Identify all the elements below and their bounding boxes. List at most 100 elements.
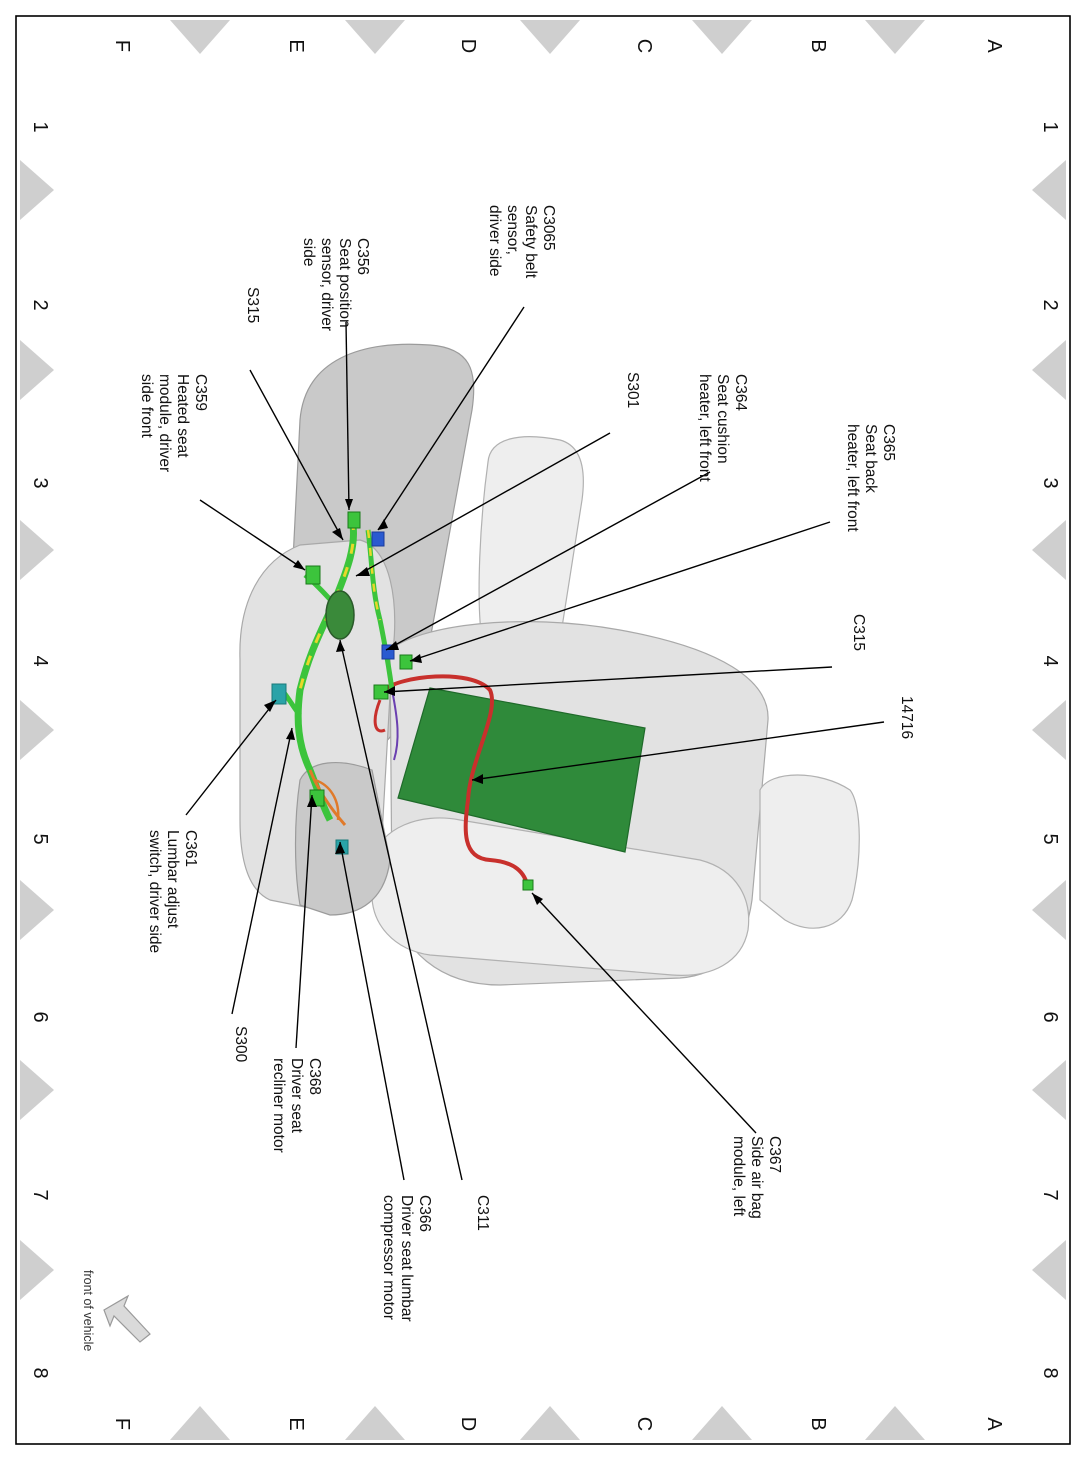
grid-column-label-left: 1	[29, 121, 51, 132]
callout-s315: S315	[244, 287, 261, 323]
callout-c367-line: Side air bag	[748, 1136, 765, 1219]
callout-s301-line: S301	[624, 372, 641, 408]
grid-row-label-top: A	[983, 39, 1005, 53]
leader-c361	[185, 699, 277, 816]
callout-c3065-line: C3065	[540, 205, 557, 251]
callout-p14716: 14716	[898, 696, 915, 739]
callout-c3065-line: driver side	[486, 205, 503, 277]
callout-c359-line: module, driver	[156, 374, 173, 472]
grid-column-label-left: 5	[29, 833, 51, 844]
grid-row-label-top: C	[633, 39, 655, 53]
callout-c368-line: C368	[306, 1058, 323, 1095]
grid-column-label-left: 6	[29, 1011, 51, 1022]
callout-p14716-line: 14716	[898, 696, 915, 739]
leader-14716	[471, 721, 885, 781]
border-triangles	[20, 20, 1066, 1440]
grid-column-label-left: 7	[29, 1189, 51, 1200]
grid-column-label-right: 5	[1039, 833, 1061, 844]
callout-c368-line: recliner motor	[270, 1058, 287, 1153]
leader-c366	[339, 841, 405, 1181]
callout-c366-line: C366	[416, 1195, 433, 1232]
leader-c359	[199, 499, 306, 571]
callout-s301: S301	[624, 372, 641, 408]
leader-c3065	[377, 306, 525, 531]
grid-column-label-left: 8	[29, 1367, 51, 1378]
callout-c364-line: Seat cushion	[714, 374, 731, 464]
grid-column-label-right: 4	[1039, 655, 1061, 666]
grid-row-label-top: D	[457, 39, 479, 53]
grid-row-label-top: B	[807, 39, 829, 52]
callout-c368-line: Driver seat	[288, 1058, 305, 1134]
leader-c365	[409, 521, 831, 662]
callout-c365-line: heater, left front	[844, 424, 861, 532]
leader-c311	[339, 639, 463, 1181]
grid-column-label-left: 4	[29, 655, 51, 666]
leader-s300	[231, 727, 293, 1015]
callout-c361-line: Lumbar adjust	[164, 830, 181, 929]
grid-column-label-left: 2	[29, 299, 51, 310]
heater-wire-14716	[382, 674, 530, 889]
grid-column-label-right: 6	[1039, 1011, 1061, 1022]
grid-column-label-right: 3	[1039, 477, 1061, 488]
grid-column-label-right: 1	[1039, 121, 1061, 132]
callout-c364-line: heater, left front	[696, 374, 713, 482]
callout-c311-line: C311	[474, 1195, 491, 1231]
callout-c356-line: C356	[354, 238, 371, 275]
callout-c356-line: side	[300, 238, 317, 266]
leader-s301	[355, 432, 611, 577]
callout-c359-line: C359	[192, 374, 209, 411]
leader-c356	[345, 321, 350, 511]
callout-c365-line: C365	[880, 424, 897, 461]
grid-row-label-bottom: B	[807, 1417, 829, 1430]
grid-column-label-right: 8	[1039, 1367, 1061, 1378]
leader-c364	[385, 471, 711, 651]
callout-c3065-line: sensor,	[504, 205, 521, 255]
callout-c359-line: side front	[138, 374, 155, 438]
callout-c365-line: Seat back	[862, 424, 879, 493]
leader-s315	[249, 369, 344, 541]
callout-c356-line: sensor, driver	[318, 238, 335, 331]
callout-c361-line: switch, driver side	[146, 830, 163, 953]
callout-s300: S300	[232, 1026, 249, 1063]
callout-c315: C315	[850, 614, 867, 651]
callout-c366-line: compressor motor	[380, 1195, 397, 1320]
grid-column-label-left: 3	[29, 477, 51, 488]
callout-s300-line: S300	[232, 1026, 249, 1063]
leader-c367	[531, 892, 757, 1134]
callout-c315-line: C315	[850, 614, 867, 651]
seat-cushion-heater-mat	[397, 687, 646, 853]
grid-row-label-top: E	[285, 39, 307, 52]
callout-c359-line: Heated seat	[174, 374, 191, 458]
grid-row-label-bottom: D	[457, 1417, 479, 1431]
grid-row-label-bottom: F	[111, 1418, 133, 1430]
callout-c367-line: C367	[766, 1136, 783, 1173]
callout-c366-line: Driver seat lumbar	[398, 1195, 415, 1322]
callout-c311: C311	[474, 1195, 491, 1231]
driver-seat-illustration	[239, 343, 860, 986]
front-of-vehicle-arrow-icon	[103, 1294, 151, 1343]
callout-c364-line: C364	[732, 374, 749, 411]
grid-row-label-bottom: A	[983, 1417, 1005, 1431]
grid-column-label-right: 7	[1039, 1189, 1061, 1200]
leader-c368	[295, 794, 313, 1049]
grid-row-label-bottom: E	[285, 1417, 307, 1430]
callout-c356-line: Seat position	[336, 238, 353, 328]
callout-c367-line: module, left	[730, 1136, 747, 1217]
grid-row-label-top: F	[111, 40, 133, 52]
grid-column-label-right: 2	[1039, 299, 1061, 310]
sheet-border	[15, 15, 1071, 1445]
leader-lines	[185, 306, 885, 1181]
leader-c315	[383, 666, 833, 693]
